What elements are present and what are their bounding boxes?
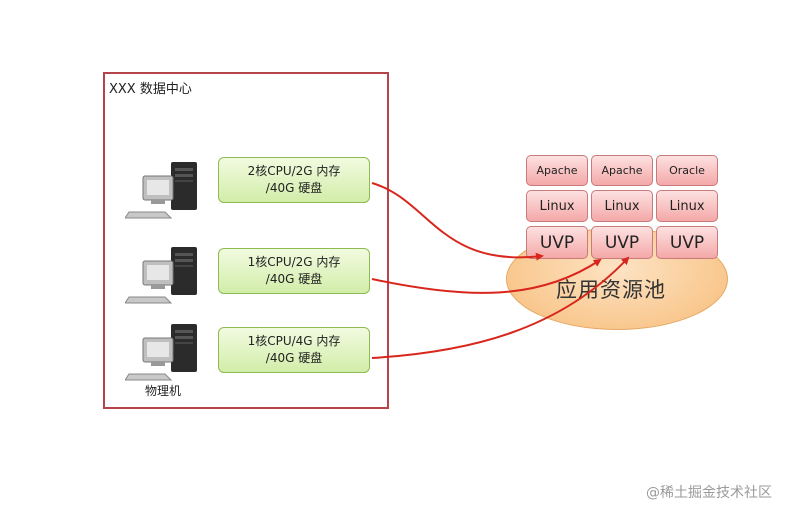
spec-line: /40G 硬盘: [265, 272, 323, 286]
server-spec-box: 2核CPU/2G 内存 /40G 硬盘: [218, 157, 370, 203]
stack-app-cell: Apache: [526, 155, 588, 186]
spec-line: 1核CPU/2G 内存: [247, 255, 341, 269]
arrow-server1-to-uvp1: [371, 182, 544, 261]
stack-os-cell: Linux: [526, 190, 588, 222]
spec-line: 1核CPU/4G 内存: [247, 334, 341, 348]
watermark-text: @稀土掘金技术社区: [646, 485, 772, 501]
server-computer-icon: [125, 324, 197, 381]
physical-machine-label: 物理机: [145, 384, 182, 398]
stack-os-cell: Linux: [656, 190, 718, 222]
server-computer-icon: [125, 162, 197, 219]
stack-uvp-cell: UVP: [656, 226, 718, 259]
stack-uvp-cell: UVP: [591, 226, 653, 259]
stack-app-cell: Oracle: [656, 155, 718, 186]
data-center-title: XXX 数据中心: [109, 82, 192, 97]
stack-os-cell: Linux: [591, 190, 653, 222]
server-computer-icon: [125, 247, 197, 304]
resource-pool-label: 应用资源池: [556, 278, 666, 302]
server-spec-box: 1核CPU/4G 内存 /40G 硬盘: [218, 327, 370, 373]
arrow-server2-to-uvp2: [371, 258, 602, 294]
server-spec-box: 1核CPU/2G 内存 /40G 硬盘: [218, 248, 370, 294]
spec-line: /40G 硬盘: [265, 181, 323, 195]
stack-app-cell: Apache: [591, 155, 653, 186]
spec-line: 2核CPU/2G 内存: [247, 164, 341, 178]
arrow-server3-to-uvp2: [371, 256, 630, 359]
spec-line: /40G 硬盘: [265, 351, 323, 365]
